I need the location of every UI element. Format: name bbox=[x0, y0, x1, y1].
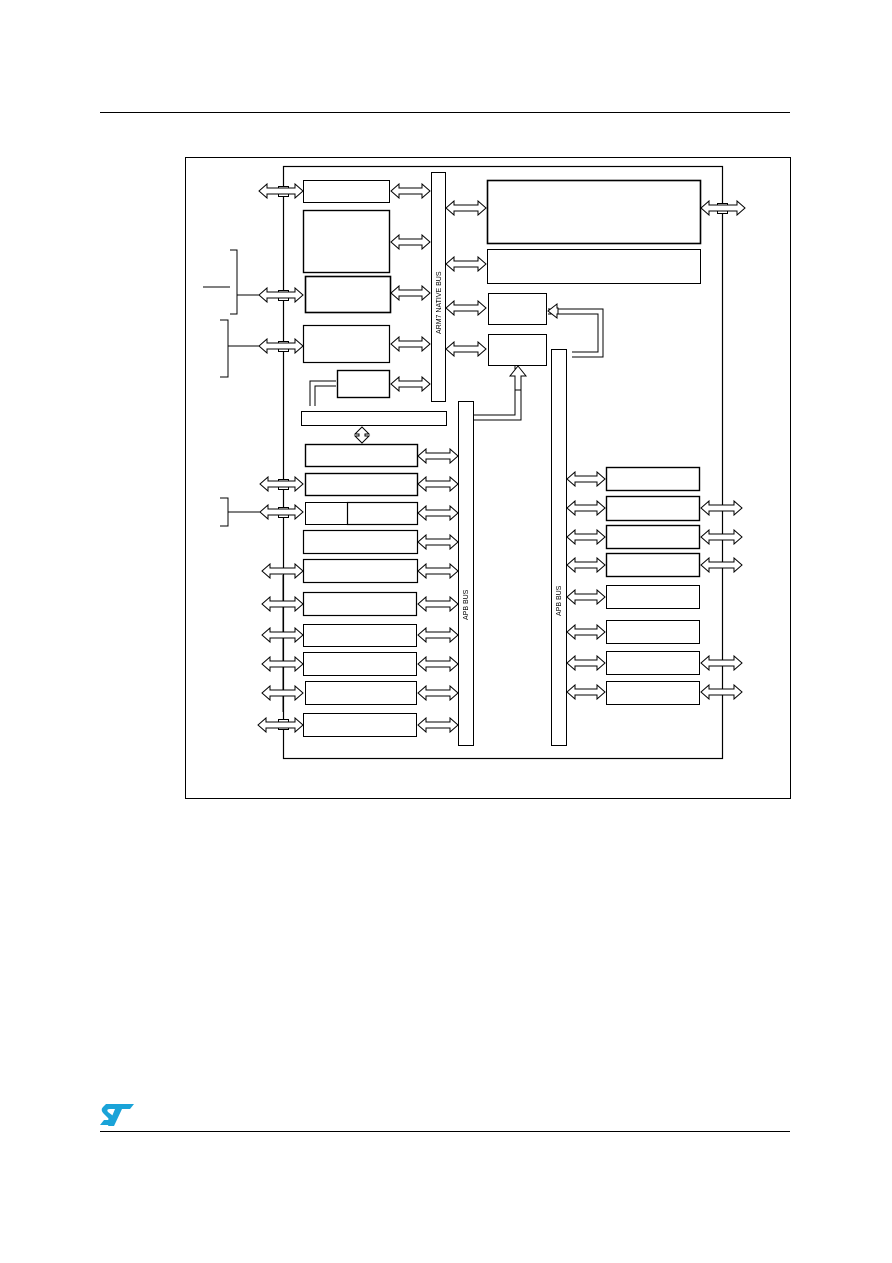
single-arrow bbox=[547, 302, 559, 320]
double-arrow bbox=[700, 199, 746, 217]
double-arrow bbox=[390, 375, 431, 393]
double-arrow bbox=[566, 683, 606, 701]
apb-bus-2 bbox=[551, 349, 567, 746]
apb2-block-8 bbox=[606, 681, 700, 705]
block-left-1 bbox=[303, 180, 390, 203]
double-arrow bbox=[390, 182, 431, 200]
bracket-3 bbox=[220, 497, 262, 527]
double-arrow bbox=[417, 626, 459, 644]
pin-brackets bbox=[203, 249, 262, 527]
double-arrow bbox=[566, 528, 606, 546]
double-arrow bbox=[259, 503, 304, 521]
loop-connection-inner bbox=[548, 313, 599, 353]
block-center-2 bbox=[488, 334, 547, 366]
double-arrow bbox=[417, 475, 459, 493]
apb1-block-3a bbox=[305, 502, 348, 525]
double-arrow bbox=[261, 626, 304, 644]
st-logo-icon bbox=[100, 1104, 134, 1126]
apb1-block-8 bbox=[303, 652, 417, 676]
double-arrow bbox=[261, 655, 304, 673]
double-arrow bbox=[417, 684, 459, 702]
double-arrow bbox=[417, 562, 459, 580]
block-left-3 bbox=[304, 275, 392, 314]
double-arrow bbox=[261, 562, 304, 580]
single-arrow bbox=[508, 365, 528, 391]
left-elbow-connection bbox=[309, 380, 336, 406]
block-right-wide bbox=[487, 249, 701, 284]
bracket-1 bbox=[203, 249, 262, 315]
double-arrow bbox=[566, 499, 606, 517]
apb-bus-2-label: APB BUS bbox=[556, 585, 563, 616]
double-arrow bbox=[445, 255, 487, 273]
footer-rule bbox=[100, 1131, 790, 1132]
apb1-block-7 bbox=[303, 624, 417, 647]
block-right-large bbox=[486, 179, 702, 245]
apb1-peripherals bbox=[302, 443, 419, 737]
double-arrow bbox=[261, 684, 304, 702]
apb2-peripherals bbox=[605, 466, 701, 705]
double-arrow bbox=[417, 595, 459, 613]
double-arrow bbox=[258, 337, 304, 355]
double-arrow bbox=[417, 504, 459, 522]
double-arrow bbox=[417, 655, 459, 673]
double-arrow bbox=[445, 299, 487, 317]
bracket-2 bbox=[220, 319, 262, 378]
apb-bus-1-label: APB BUS bbox=[463, 589, 470, 620]
double-arrow bbox=[566, 588, 606, 606]
apb1-block-10 bbox=[303, 713, 417, 737]
block-left-2 bbox=[302, 209, 391, 274]
apb2-block-6 bbox=[606, 620, 700, 644]
bus-arrows bbox=[257, 182, 746, 734]
header-rule bbox=[100, 112, 790, 113]
double-arrow bbox=[700, 499, 743, 517]
double-arrow bbox=[566, 556, 606, 574]
block-left-5 bbox=[336, 369, 391, 399]
apb2-block-2 bbox=[605, 495, 701, 522]
apb2-block-4 bbox=[605, 552, 701, 578]
double-arrow bbox=[700, 683, 743, 701]
double-arrow bbox=[445, 199, 487, 217]
bridge-bar bbox=[301, 411, 447, 426]
arm7-native-bus-label: ARM7 NATIVE BUS bbox=[436, 271, 443, 334]
double-arrow bbox=[700, 556, 743, 574]
figure-frame bbox=[185, 157, 791, 799]
double-arrow bbox=[566, 623, 606, 641]
double-arrow bbox=[261, 595, 304, 613]
apb1-block-4 bbox=[302, 529, 419, 555]
apb2-block-7 bbox=[606, 651, 700, 675]
double-arrow bbox=[417, 447, 459, 465]
double-arrow bbox=[417, 716, 459, 734]
double-arrow bbox=[353, 426, 371, 444]
double-arrow bbox=[390, 335, 431, 353]
apb-bus-1 bbox=[458, 401, 474, 746]
block-center-1 bbox=[488, 293, 547, 325]
double-arrow bbox=[390, 284, 431, 302]
double-arrow bbox=[257, 716, 304, 734]
double-arrow bbox=[258, 286, 304, 304]
double-arrow bbox=[390, 233, 431, 251]
apb2-block-1 bbox=[605, 466, 701, 492]
arm7-native-bus bbox=[431, 172, 446, 402]
double-arrow bbox=[566, 654, 606, 672]
chip-boundary bbox=[282, 165, 724, 760]
apb1-block-2 bbox=[304, 472, 419, 497]
double-arrow bbox=[259, 475, 304, 493]
double-arrow bbox=[417, 533, 459, 551]
apb1-block-6 bbox=[302, 591, 418, 617]
apb2-block-3 bbox=[605, 524, 701, 550]
apb1-block-3b bbox=[346, 501, 419, 526]
double-arrow bbox=[700, 654, 743, 672]
double-arrow bbox=[258, 182, 304, 200]
apb2-block-5 bbox=[606, 585, 700, 609]
block-left-4 bbox=[302, 324, 391, 364]
double-arrow bbox=[445, 340, 487, 358]
apb1-block-5 bbox=[302, 558, 419, 584]
double-arrow bbox=[566, 470, 606, 488]
apb1-block-9 bbox=[305, 681, 417, 705]
double-arrow bbox=[700, 528, 743, 546]
apb1-block-1 bbox=[304, 443, 419, 468]
loop-connection bbox=[548, 308, 604, 358]
